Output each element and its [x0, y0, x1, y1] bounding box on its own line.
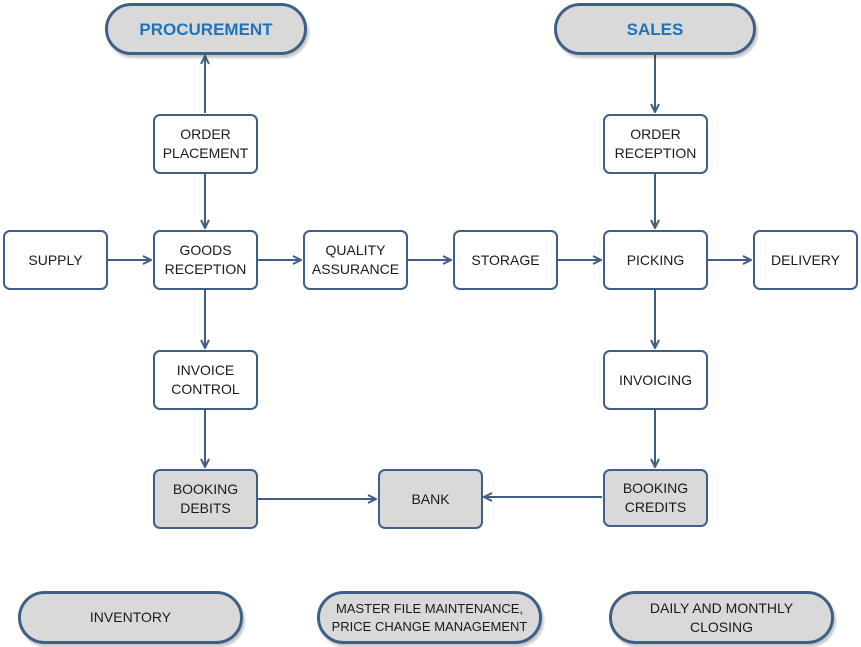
node-order-reception-line-2: RECEPTION [614, 145, 697, 161]
node-quality-assurance-line-2: ASSURANCE [311, 261, 400, 277]
node-procurement-label: PROCUREMENT [139, 19, 273, 39]
node-daily-monthly-closing: DAILY AND MONTHLY CLOSING [609, 591, 834, 644]
node-sales: SALES [554, 3, 756, 55]
node-inventory: INVENTORY [18, 591, 243, 644]
node-booking-credits-line-1: BOOKING [622, 480, 689, 496]
node-order-reception: ORDER RECEPTION [603, 114, 708, 174]
node-booking-credits-line-2: CREDITS [624, 499, 687, 515]
node-sales-label: SALES [626, 19, 684, 39]
node-booking-debits-line-2: DEBITS [180, 500, 231, 516]
node-delivery: DELIVERY [753, 230, 858, 290]
node-quality-assurance-line-1: QUALITY [325, 242, 386, 258]
node-supply: SUPPLY [3, 230, 108, 290]
node-bank-label: BANK [411, 490, 450, 507]
node-invoicing-label: INVOICING [618, 371, 693, 388]
node-delivery-label: DELIVERY [771, 251, 840, 268]
node-order-reception-line-1: ORDER [630, 126, 681, 142]
node-picking: PICKING [603, 230, 708, 290]
node-procurement: PROCUREMENT [105, 3, 307, 55]
node-invoice-control-line-2: CONTROL [171, 381, 240, 397]
node-order-placement: ORDER PLACEMENT [153, 114, 258, 174]
node-goods-reception-line-1: GOODS [179, 242, 232, 258]
node-bank: BANK [378, 469, 483, 529]
node-booking-credits: BOOKING CREDITS [603, 469, 708, 527]
node-storage: STORAGE [453, 230, 558, 290]
node-invoice-control-line-1: INVOICE [176, 362, 235, 378]
node-inventory-label: INVENTORY [89, 609, 172, 625]
node-storage-label: STORAGE [471, 251, 540, 268]
node-goods-reception-line-2: RECEPTION [164, 261, 247, 277]
node-booking-debits-line-1: BOOKING [172, 481, 239, 497]
node-order-placement-line-2: PLACEMENT [162, 145, 249, 161]
node-closing-line-2: CLOSING [689, 618, 753, 635]
node-master-file-line-1: MASTER FILE MAINTENANCE, [335, 600, 524, 616]
node-quality-assurance: QUALITY ASSURANCE [303, 230, 408, 290]
node-booking-debits: BOOKING DEBITS [153, 469, 258, 529]
node-invoice-control: INVOICE CONTROL [153, 350, 258, 410]
flow-arrows [108, 55, 751, 499]
node-picking-label: PICKING [626, 251, 685, 268]
node-invoicing: INVOICING [603, 350, 708, 410]
node-order-placement-line-1: ORDER [180, 126, 231, 142]
node-closing-line-1: DAILY AND MONTHLY [649, 599, 794, 616]
node-master-file-maintenance: MASTER FILE MAINTENANCE, PRICE CHANGE MA… [317, 591, 542, 644]
node-goods-reception: GOODS RECEPTION [153, 230, 258, 290]
node-master-file-line-2: PRICE CHANGE MANAGEMENT [331, 618, 528, 634]
node-supply-label: SUPPLY [28, 251, 83, 268]
